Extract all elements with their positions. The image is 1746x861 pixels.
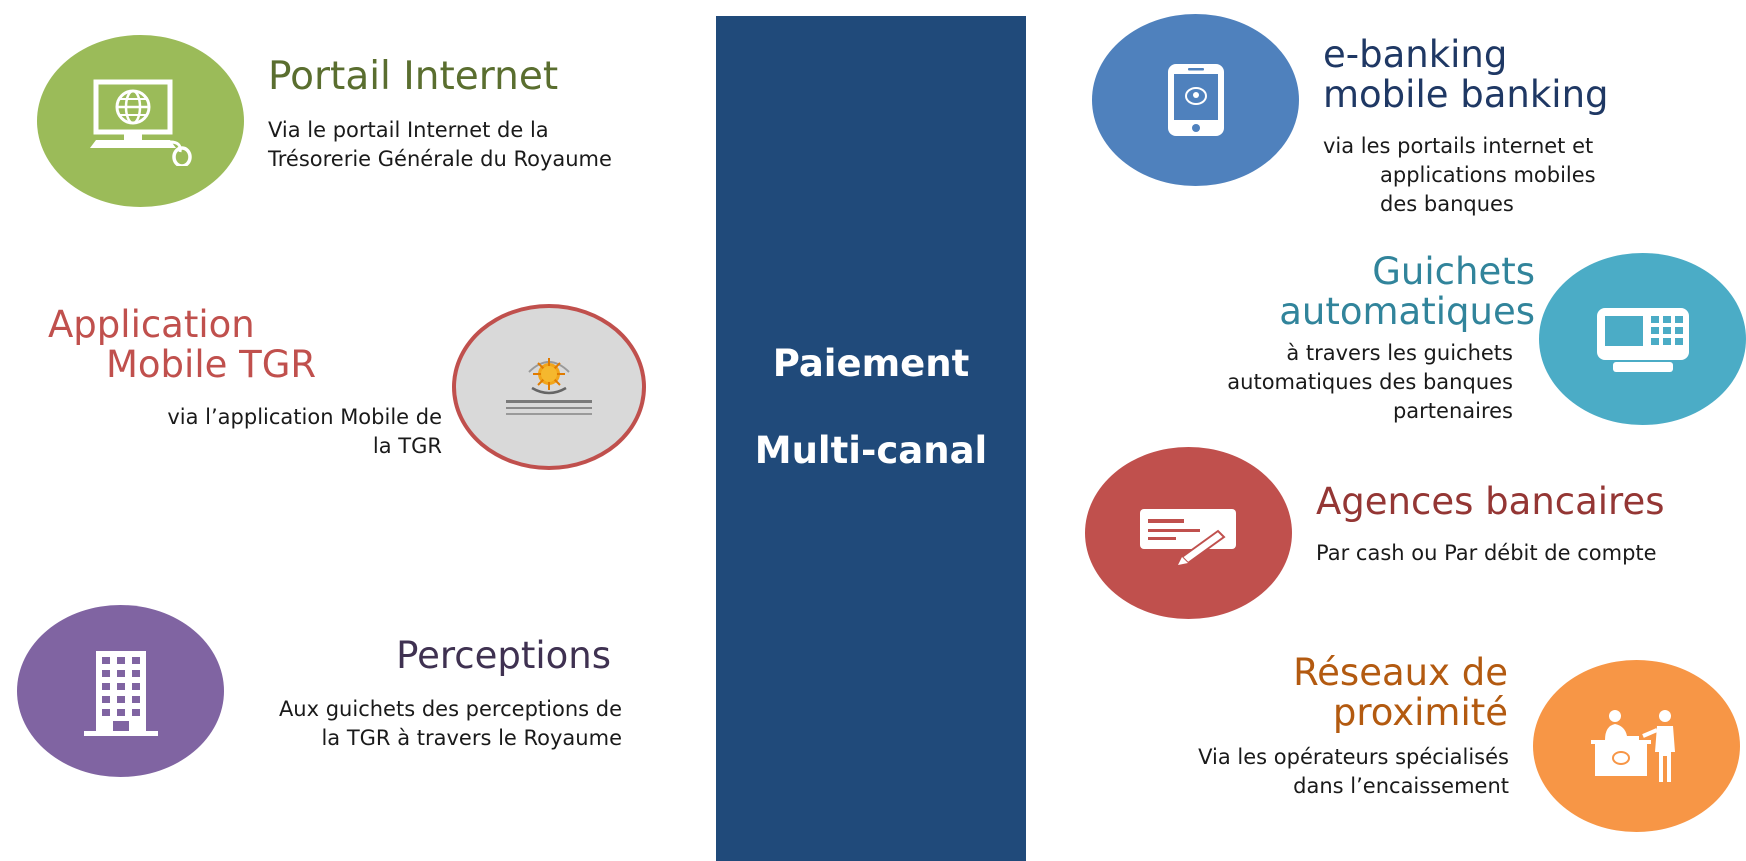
- portail-desc-line: Via le portail Internet de la: [268, 118, 549, 142]
- app-mobile-title-line: Mobile TGR: [106, 342, 317, 386]
- agences-desc: Par cash ou Par débit de compte: [1316, 539, 1657, 568]
- ebanking-title-line: mobile banking: [1323, 72, 1609, 116]
- perceptions-title: Perceptions: [396, 634, 611, 677]
- perceptions-circle: [17, 605, 224, 777]
- reseaux-title-line: Réseaux de: [1293, 651, 1508, 694]
- perceptions-desc-line: la TGR à travers le Royaume: [321, 726, 622, 750]
- app-mobile-desc: via l’application Mobile de la TGR: [167, 403, 442, 461]
- guichets-desc-line: à travers les guichets: [1286, 341, 1513, 365]
- building-icon: [83, 651, 158, 736]
- portail-desc-line: Trésorerie Générale du Royaume: [268, 147, 612, 171]
- portail-title: Portail Internet: [268, 54, 559, 99]
- guichets-title: Guichets automatiques: [1279, 252, 1535, 332]
- guichets-title-line: Guichets: [1372, 250, 1535, 293]
- center-bar: Paiement Multi-canal: [716, 16, 1026, 861]
- perceptions-desc: Aux guichets des perceptions de la TGR à…: [279, 695, 622, 753]
- computer-globe-icon: [89, 79, 192, 166]
- center-title-line2: Multi-canal: [754, 429, 988, 472]
- perceptions-desc-line: Aux guichets des perceptions de: [278, 697, 622, 721]
- guichets-desc-line: partenaires: [1392, 399, 1513, 423]
- app-mobile-title: Application Mobile TGR: [48, 305, 316, 385]
- reseaux-desc: Via les opérateurs spécialisés dans l’en…: [1198, 743, 1509, 801]
- ebanking-title-line: e-banking: [1323, 33, 1508, 76]
- reseaux-desc-line: dans l’encaissement: [1293, 774, 1509, 798]
- guichets-circle: [1539, 253, 1746, 425]
- reseaux-desc-line: Via les opérateurs spécialisés: [1198, 745, 1509, 769]
- ebanking-desc-line: via les portails internet et: [1323, 134, 1594, 158]
- portail-desc: Via le portail Internet de la Trésorerie…: [268, 116, 612, 174]
- agences-desc-line: Par cash ou Par débit de compte: [1316, 541, 1657, 565]
- counter-agents-icon: [1590, 710, 1675, 782]
- reseaux-title-line: proximité: [1332, 690, 1508, 734]
- atm-icon: [1596, 308, 1689, 372]
- cheque-pen-icon: [1139, 509, 1236, 565]
- app-mobile-title-line: Application: [48, 303, 255, 346]
- ebanking-desc: via les portails internet et application…: [1323, 132, 1596, 219]
- ebanking-circle: [1092, 14, 1299, 186]
- ebanking-desc-line: applications mobiles: [1380, 163, 1596, 187]
- app-mobile-desc-line: la TGR: [372, 434, 442, 458]
- center-title-line1: Paiement: [772, 342, 970, 385]
- reseaux-circle: [1533, 660, 1740, 832]
- ebanking-title: e-banking mobile banking: [1323, 35, 1609, 115]
- guichets-desc: à travers les guichets automatiques des …: [1227, 339, 1513, 426]
- app-mobile-circle: [452, 304, 646, 470]
- agences-title: Agences bancaires: [1316, 480, 1665, 523]
- agences-circle: [1085, 447, 1292, 619]
- tgr-logo: [506, 358, 592, 415]
- ebanking-desc-line: des banques: [1380, 192, 1514, 216]
- app-mobile-desc-line: via l’application Mobile de: [167, 405, 442, 429]
- portail-circle: [37, 35, 244, 207]
- guichets-title-line: automatiques: [1279, 289, 1535, 333]
- reseaux-title: Réseaux de proximité: [1293, 653, 1508, 733]
- guichets-desc-line: automatiques des banques: [1227, 370, 1513, 394]
- smartphone-icon: [1167, 64, 1224, 136]
